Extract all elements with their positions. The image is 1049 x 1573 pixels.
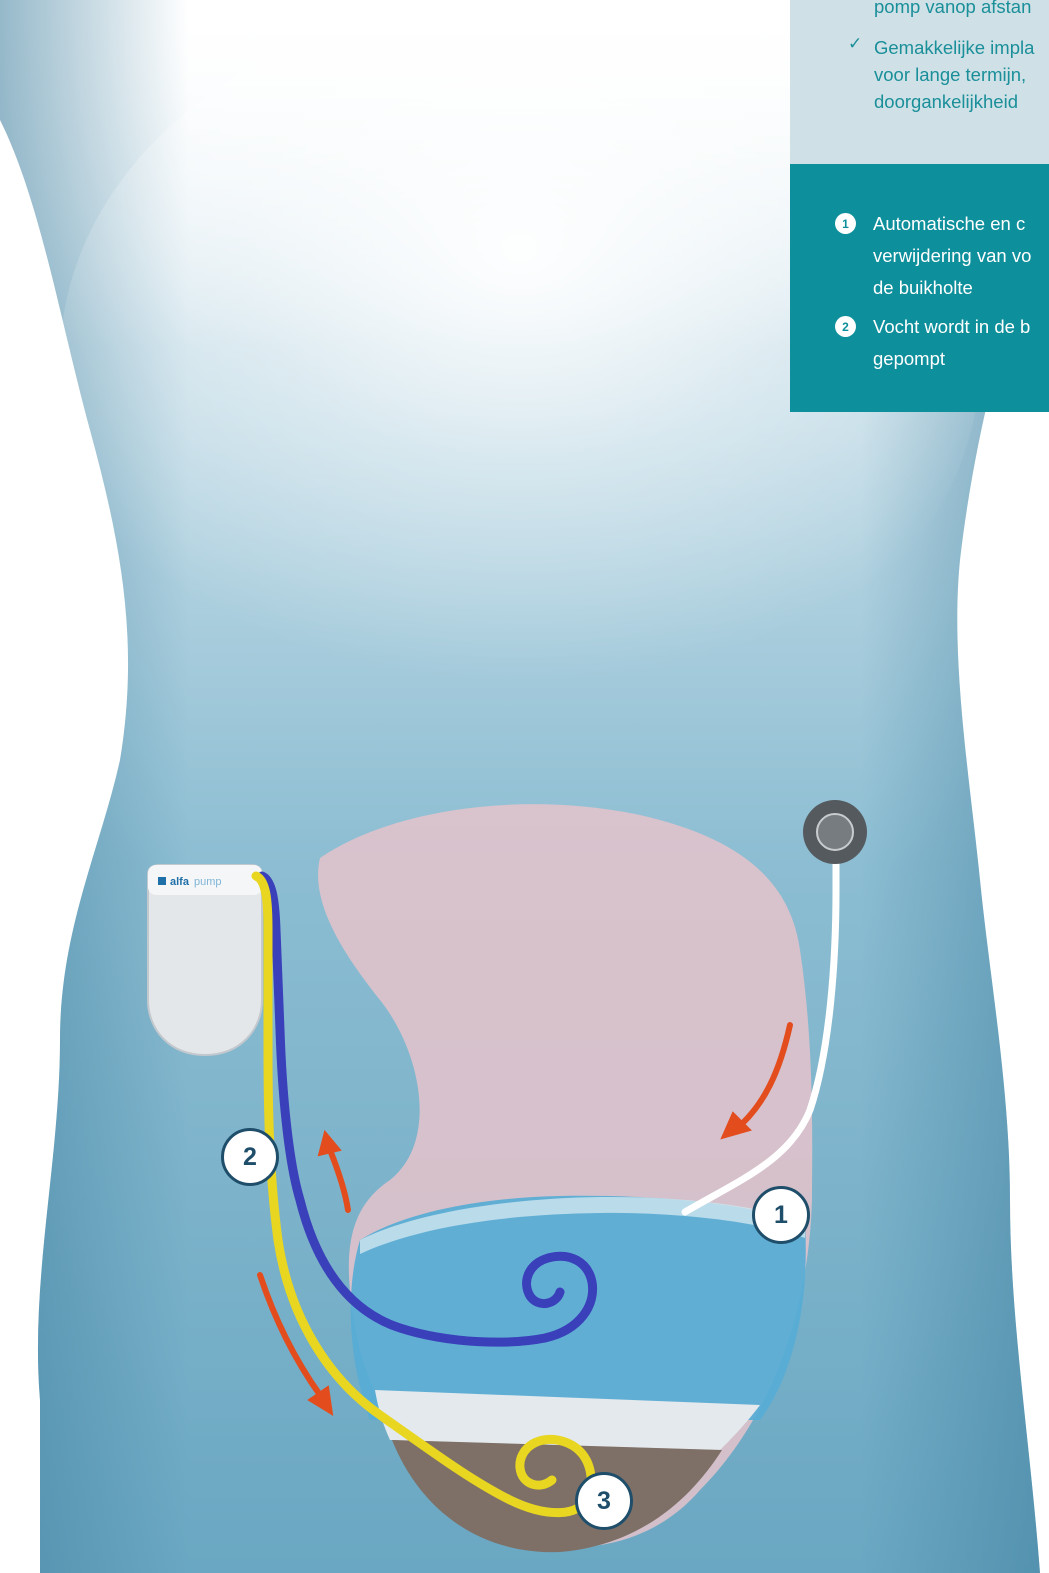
step-number-badge: 1 — [835, 213, 856, 234]
features-panel: pomp vanop afstan ✓ Gemakkelijke impla v… — [790, 0, 1049, 164]
feature-item: ✓ Gemakkelijke impla voor lange termijn,… — [848, 34, 1034, 115]
step-text: Automatische en c verwijdering van vo de… — [873, 208, 1031, 304]
callout-2: 2 — [221, 1128, 279, 1186]
check-icon: ✓ — [848, 34, 874, 115]
step-number-badge: 2 — [835, 316, 856, 337]
feature-text: pomp vanop afstan — [874, 0, 1031, 20]
callout-3: 3 — [575, 1472, 633, 1530]
callout-1: 1 — [752, 1186, 810, 1244]
check-icon — [790, 0, 816, 20]
steps-panel: 1 Automatische en c verwijdering van vo … — [790, 164, 1049, 412]
pump-device: alfa pump — [148, 865, 262, 1055]
feature-text: Gemakkelijke impla voor lange termijn, d… — [874, 34, 1034, 115]
step-text: Vocht wordt in de b gepompt — [873, 311, 1030, 375]
feature-item: pomp vanop afstan — [790, 0, 1031, 20]
svg-text:alfa: alfa — [170, 876, 190, 888]
svg-text:pump: pump — [194, 876, 222, 888]
step-item: 2 Vocht wordt in de b gepompt — [835, 311, 1030, 375]
step-item: 1 Automatische en c verwijdering van vo … — [835, 208, 1031, 304]
